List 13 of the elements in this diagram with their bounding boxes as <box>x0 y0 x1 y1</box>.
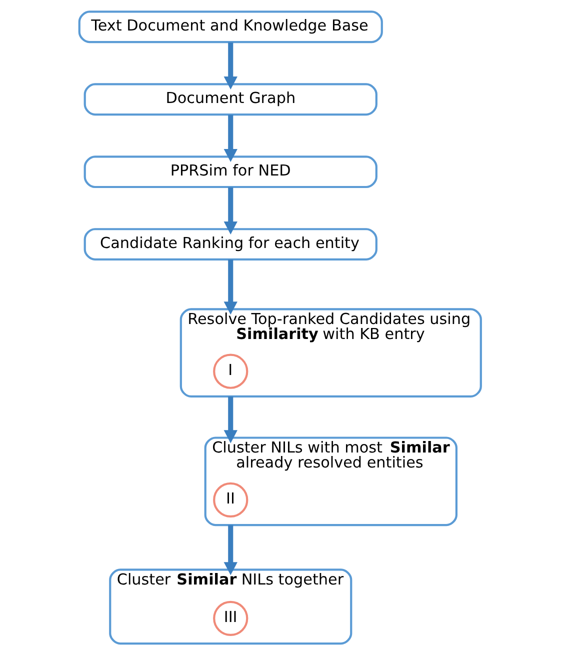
arrow <box>224 187 238 234</box>
node-box: Document Graph <box>84 83 378 116</box>
arrow <box>224 525 238 576</box>
arrow <box>224 42 238 90</box>
node-circle: III <box>213 600 248 636</box>
arrow <box>224 396 238 444</box>
arrow <box>224 114 238 162</box>
node-box: Candidate Ranking for each entity <box>84 228 378 261</box>
node-circle: I <box>213 354 248 389</box>
arrow <box>224 260 238 315</box>
node-box: Text Document and Knowledge Base <box>78 10 383 44</box>
node-circle: II <box>213 482 248 518</box>
node-box: PPRSim for NED <box>84 156 378 188</box>
